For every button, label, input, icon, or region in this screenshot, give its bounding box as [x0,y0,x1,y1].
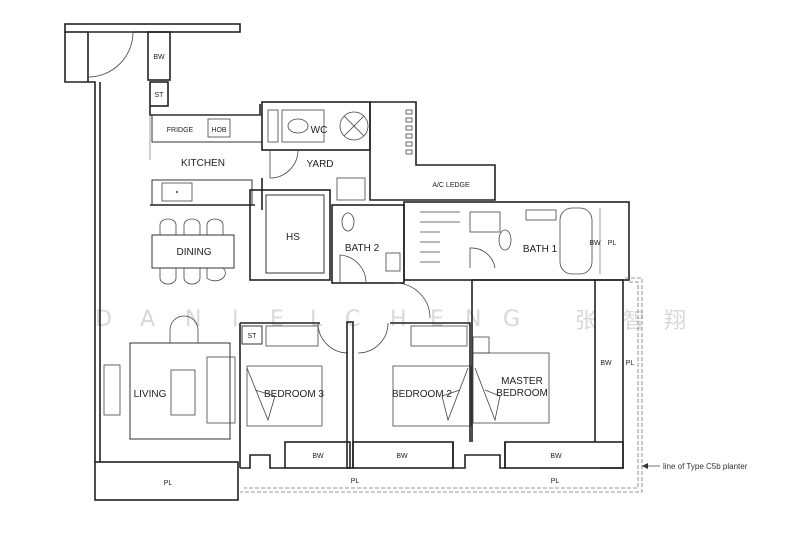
watermark-letter: L [310,307,323,332]
label-pl-bath1: PL [608,240,617,247]
label-bw-master: BW [550,453,562,460]
label-bw-master-side: BW [600,360,612,367]
label-master-line2: BEDROOM [496,388,548,399]
label-st-bedroom3: ST [248,333,258,340]
label-hob: HOB [211,127,227,134]
label-wc: WC [311,125,328,136]
label-pl-master-side: PL [626,360,635,367]
label-bw-bedroom3: BW [312,453,324,460]
watermark-char: 张 [575,309,597,334]
watermark-char: 翔 [664,309,686,334]
label-bedroom-3: BEDROOM 3 [264,389,324,400]
annotation-planter: line of Type C5b planter [663,462,748,471]
watermark-letter: E [430,307,444,332]
bedroom-3 [239,322,351,469]
label-fridge: FRIDGE [167,127,194,134]
label-pl-bottom-1: PL [351,478,360,485]
label-bath-2: BATH 2 [345,243,380,254]
corridor [346,282,431,469]
watermark-letter: E [270,307,284,332]
label-st-entrance: ST [155,92,165,99]
household-shelter [249,189,331,281]
living [94,315,239,501]
watermark-letter: C [345,307,360,332]
label-master-line1: MASTER [501,376,543,387]
label-bedroom-2: BEDROOM 2 [392,389,452,400]
watermark-letter: H [390,307,407,332]
label-bw-bath1: BW [589,240,601,247]
watermark-letter: A [140,307,155,332]
kitchen [149,104,263,206]
label-pl-living: PL [164,480,173,487]
label-bw-bedroom2: BW [396,453,408,460]
ac-ledge [370,101,496,201]
label-living: LIVING [134,389,167,400]
label-hs: HS [286,232,300,243]
label-yard: YARD [306,159,333,170]
watermark-letter: G [503,307,520,332]
bedroom-2 [352,322,472,469]
watermark-letter: D [95,307,112,332]
label-pl-bottom-2: PL [551,478,560,485]
label-kitchen: KITCHEN [181,158,225,169]
label-dining: DINING [177,247,212,258]
watermark: D A N I E L C H E N G 张 智 翔 [95,307,686,334]
label-bath-1: BATH 1 [523,244,558,255]
watermark-letter: I [232,307,239,332]
yard-wc [261,101,408,210]
watermark-letter: N [465,307,481,332]
label-ac-ledge: A/C LEDGE [432,182,470,189]
entrance [64,23,241,462]
watermark-char: 智 [623,309,645,334]
planter-line [240,277,660,493]
label-bw-entrance: BW [153,54,165,61]
master-bedroom [452,279,624,469]
dining [151,218,235,285]
